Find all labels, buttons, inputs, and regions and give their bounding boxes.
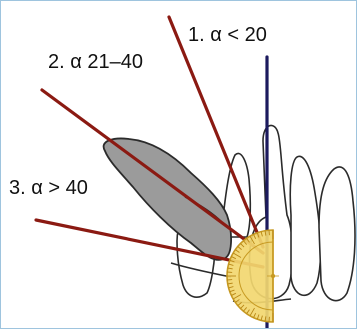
protractor-tick [243,307,247,312]
protractor-tick [229,289,235,293]
protractor-tick [246,309,250,314]
protractor-tick [249,307,255,317]
angle-line-1 [167,15,265,249]
protractor-tick [235,299,240,303]
label-angle-greater-than-40: 3. α > 40 [9,177,88,199]
protractor-tick [237,302,242,306]
protractor-tick [264,230,267,236]
protractor-tick [232,252,242,258]
impacted-tooth [102,137,232,261]
protractor-tick [256,232,260,238]
protractor-tick [253,312,257,318]
protractor-tick [260,315,263,321]
angle-line-2 [40,88,265,255]
protractor-tick [249,235,255,245]
label-angle-less-than-20: 1. α < 20 [188,24,267,46]
protractor-tick [232,294,242,300]
protractor-tick [228,286,234,289]
protractor-tick [237,246,242,250]
tooth-canine [318,166,356,302]
protractor-tick [228,263,234,266]
protractor-tick [229,259,235,263]
tooth-lateral-incisor [289,155,322,296]
protractor-tick [227,282,233,285]
label-angle-21-40: 2. α 21–40 [48,51,143,73]
protractor-tick [240,243,245,248]
protractor-tick [260,231,263,237]
protractor-tick [231,292,237,296]
protractor-tick [256,314,260,320]
angle-line-3 [34,218,265,269]
protractor-tick [231,256,237,260]
protractor-tick [227,267,233,270]
protractor-icon [226,229,279,323]
protractor-tick [253,234,257,240]
protractor-tick [240,304,245,309]
protractor-tick [235,249,240,253]
protractor-tick [264,316,267,322]
protractor-tick [243,240,247,245]
protractor-tick [246,238,250,243]
